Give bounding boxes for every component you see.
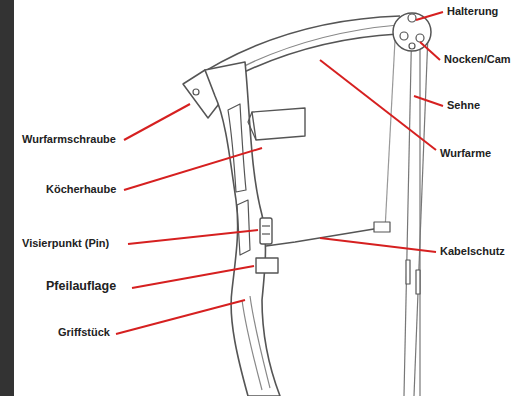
part-label: Wurfarme [440,147,491,160]
leader-line [128,230,258,244]
leader-line [132,266,254,288]
grip-line [250,296,270,388]
limb-bolt [193,89,199,95]
cable [385,40,395,230]
leader-line [124,148,262,190]
cable [414,34,428,396]
quiver-hood [252,108,305,140]
string [404,14,412,396]
cam-hole [409,43,415,49]
string-serving [406,260,410,284]
part-label: Halterung [447,5,498,18]
cam-hole [416,34,424,42]
part-label: Köcherhaube [46,183,116,196]
leader-line [124,104,190,140]
part-label: Wurfarmschraube [22,133,116,146]
sight-pin [260,218,272,244]
leader-line [420,42,440,60]
cable-slide [374,222,390,232]
leader-line [414,96,443,106]
cam-hole [400,32,408,40]
leader-line [320,60,436,150]
part-label: Kabelschutz [440,245,505,258]
string-serving [416,270,420,294]
side-bar [0,0,14,396]
part-label: Griffstück [58,326,110,339]
arrow-rest [256,258,278,273]
leader-line [416,12,443,20]
cam [393,13,431,51]
part-label: Visierpunkt (Pin) [22,237,109,250]
riser-cutout [237,200,250,255]
part-label: Pfeilauflage [46,280,116,293]
leader-line [116,300,245,334]
sight-pin-detail [262,233,270,234]
sight-pin-detail [262,225,270,226]
part-label: Nocken/Cam [444,53,511,66]
part-label: Sehne [447,99,480,112]
leader-lines [116,12,443,334]
quiver-hood-side [248,112,256,140]
leader-line [320,238,436,252]
cable [419,48,420,396]
riser-cutout [228,104,246,192]
axle [408,14,416,22]
